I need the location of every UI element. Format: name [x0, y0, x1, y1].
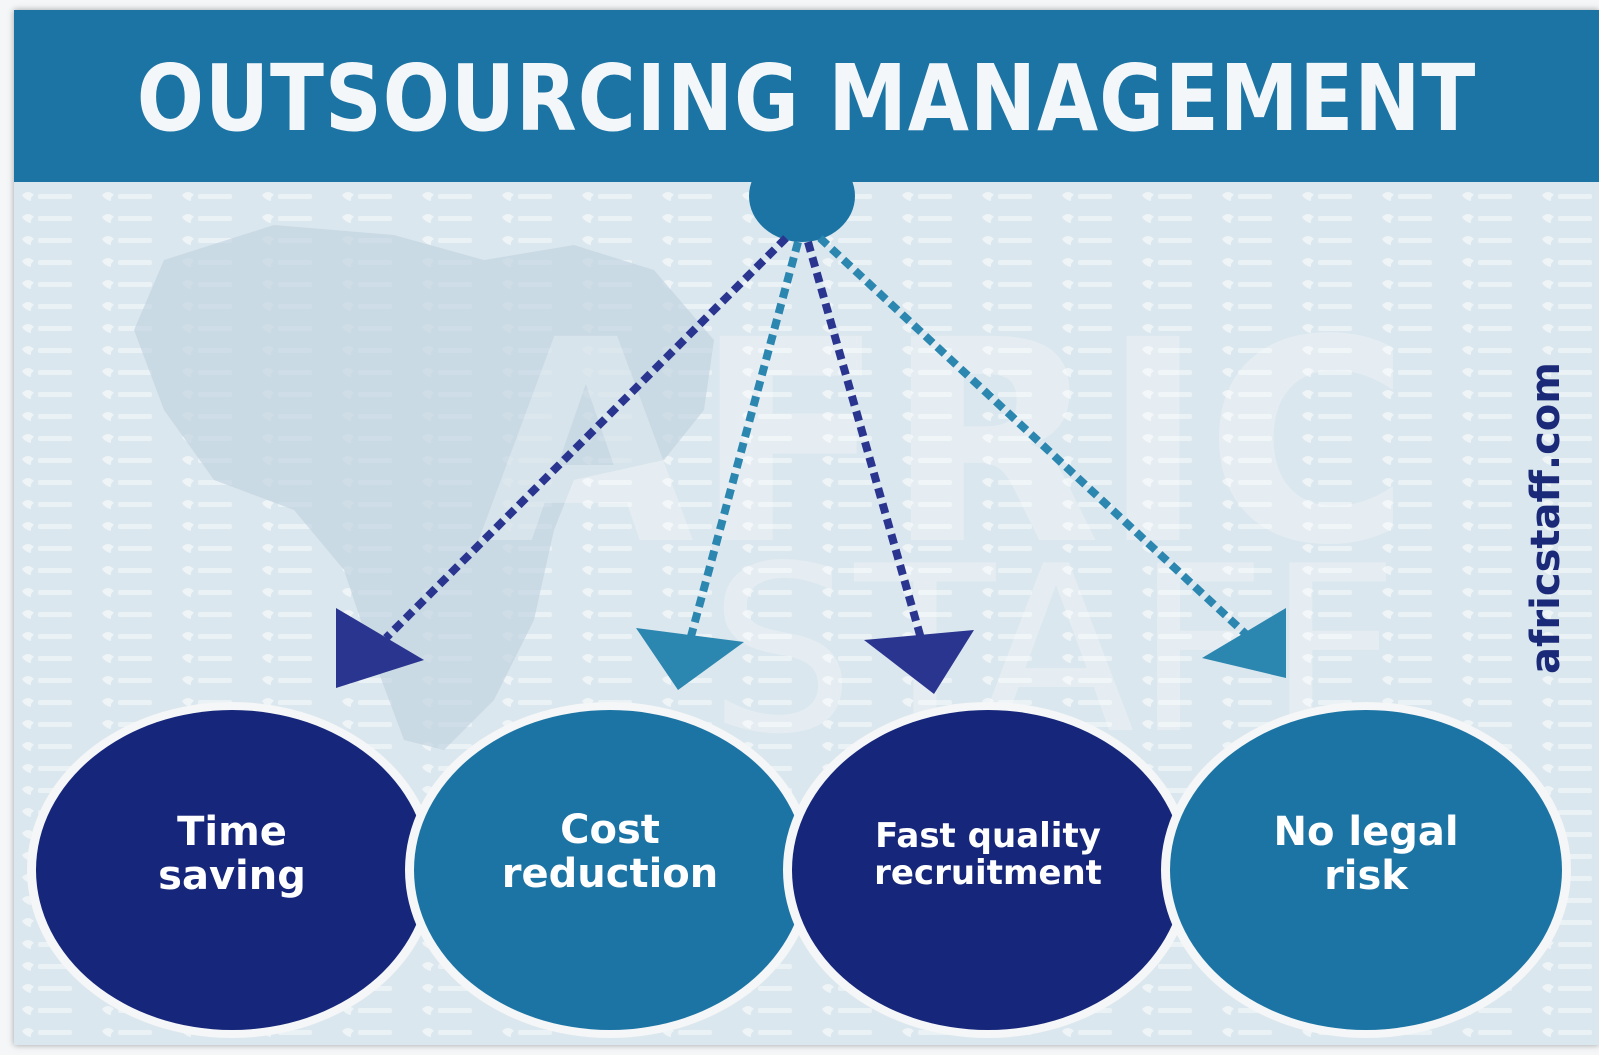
diagram-canvas: AFRIC STAFF — [14, 150, 1599, 1045]
node-label-time-saving: Time saving — [158, 809, 306, 899]
infographic-card: AFRIC STAFF — [14, 10, 1599, 1045]
node-label-cost-reduction: Cost reduction — [501, 807, 719, 897]
arrow-fast-recruitment — [804, 240, 974, 694]
node-label-fast-recruitment: Fast quality recruitment — [874, 816, 1102, 894]
arrow-cost-reduction — [636, 240, 802, 690]
node-cost-reduction — [414, 710, 806, 1030]
node-fast-recruitment — [792, 710, 1184, 1030]
africa-map-watermark — [134, 225, 714, 750]
node-time-saving — [36, 710, 428, 1030]
page-title: OUTSOURCING MANAGEMENT — [136, 45, 1477, 152]
arrow-time-saving — [336, 235, 789, 688]
website-label: africstaff.com — [1523, 362, 1569, 674]
header-band — [14, 10, 1599, 182]
watermark-line1: AFRIC — [477, 281, 1410, 607]
node-no-legal-risk — [1170, 710, 1562, 1030]
node-label-no-legal-risk: No legal risk — [1273, 809, 1459, 899]
arrow-no-legal-risk — [817, 235, 1286, 678]
